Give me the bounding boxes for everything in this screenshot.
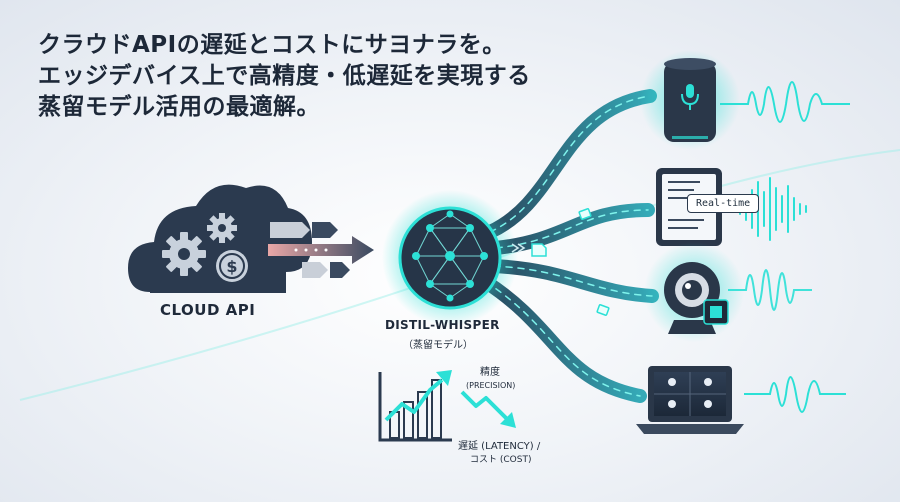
model-name-label: DISTIL-WHISPER (385, 318, 500, 332)
flow-arrows (268, 222, 374, 278)
headline-line-3: 蒸留モデル活用の最適解。 (38, 94, 320, 120)
accuracy-label: 精度 (480, 367, 500, 378)
headline-line-1: クラウドAPIの遅延とコストにサヨナラを。 (38, 32, 506, 58)
model-subtitle-label: （蒸留モデル） (403, 340, 473, 351)
data-packet-icon (531, 208, 610, 316)
realtime-badge: Real-time (687, 194, 760, 213)
red-sound-wave-icon (18, 206, 120, 292)
headline: クラウドAPIの遅延とコストにサヨナラを。 エッジデバイス上で高精度・低遅延を実… (38, 30, 531, 123)
accuracy-sub-label: (PRECISION) (466, 381, 516, 390)
teal-sound-wave-icon (720, 81, 850, 413)
latency-label: 遅延 (LATENCY) / (458, 441, 541, 452)
webcam-icon (644, 242, 744, 342)
cloud-api-label: CLOUD API (160, 301, 256, 319)
rising-bar-chart-icon (378, 370, 452, 442)
gear-icon (162, 213, 237, 276)
laptop-video-call-icon (636, 366, 744, 434)
falling-trend-arrow-icon (460, 390, 516, 428)
neural-network-icon (382, 190, 518, 326)
smart-speaker-icon (640, 50, 740, 150)
svg-text:$: $ (226, 257, 237, 276)
dollar-icon: $ (216, 250, 248, 282)
data-streams (479, 89, 659, 403)
headline-line-2: エッジデバイス上で高精度・低遅延を実現する (38, 63, 531, 89)
cost-label: コスト (COST) (470, 455, 532, 465)
